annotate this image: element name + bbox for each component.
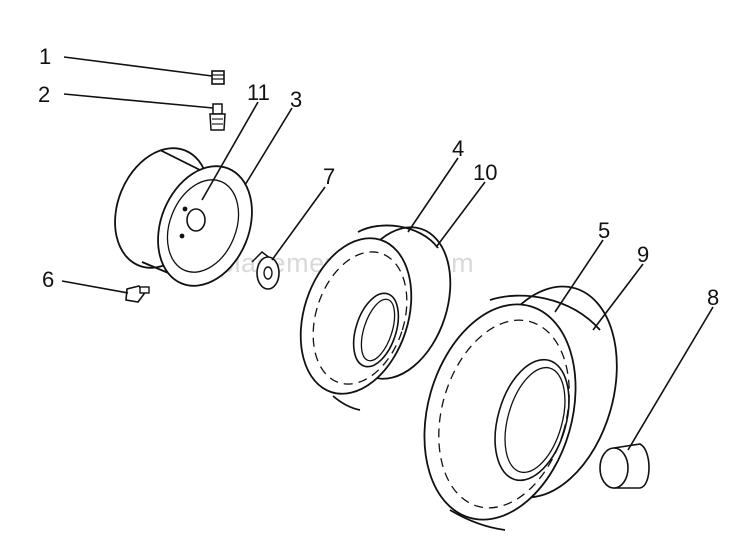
tire-rear <box>423 285 618 531</box>
tire-front <box>299 224 452 411</box>
valve-stem <box>209 103 226 131</box>
callout-2: 2 <box>38 82 50 107</box>
leader-lines <box>61 56 714 451</box>
hub-cap <box>599 443 650 489</box>
valve-cap <box>211 70 225 85</box>
callouts: 1 2 11 3 7 4 10 6 5 9 8 <box>38 44 719 310</box>
callout-8: 8 <box>707 285 719 310</box>
callout-5: 5 <box>598 218 610 243</box>
bushing <box>251 251 280 290</box>
callout-10: 10 <box>473 160 497 185</box>
wheel-rim <box>114 147 253 287</box>
callout-6: 6 <box>42 267 54 292</box>
callout-4: 4 <box>452 136 464 161</box>
callout-1: 1 <box>39 44 51 69</box>
callout-7: 7 <box>323 164 335 189</box>
callout-9: 9 <box>637 242 649 267</box>
lug-bolt <box>125 285 150 303</box>
callout-11: 11 <box>247 80 270 105</box>
callout-3: 3 <box>290 87 302 112</box>
